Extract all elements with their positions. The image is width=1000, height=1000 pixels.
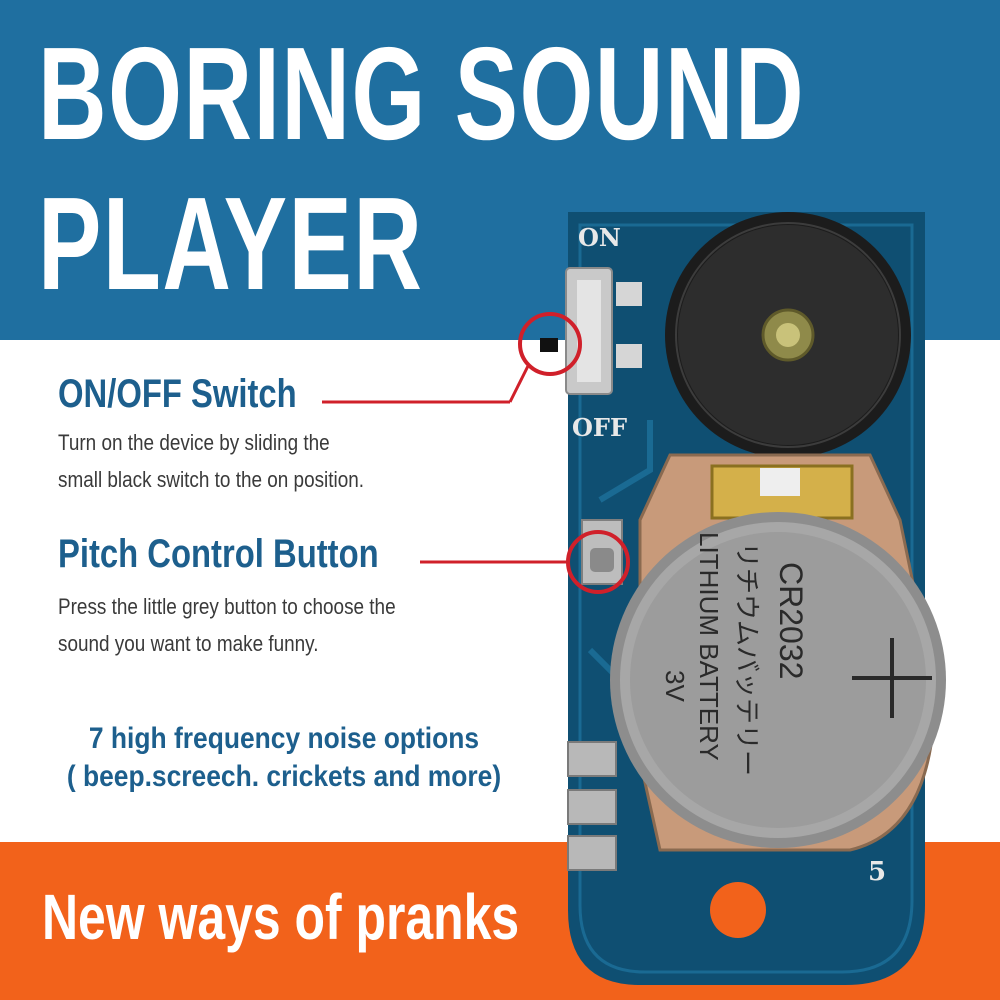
push-button-icon[interactable] <box>581 519 623 585</box>
pitch-desc-line2: sound you want to make funny. <box>58 631 319 656</box>
page-title-line1: BORING SOUND <box>38 20 806 167</box>
battery-type: LITHIUM BATTERY <box>694 532 724 761</box>
options-line1: 7 high frequency noise options <box>88 722 480 755</box>
battery-japanese: リチウムバッテリー <box>732 542 762 776</box>
switch-callout-circle <box>518 312 582 376</box>
battery-voltage: 3V <box>660 670 690 702</box>
footer-tagline: New ways of pranks <box>42 881 520 953</box>
switch-knob[interactable] <box>540 338 558 352</box>
plus-symbol <box>852 638 932 718</box>
options-line2: ( beep.screech. crickets and more) <box>66 760 502 793</box>
onoff-heading: ON/OFF Switch <box>58 372 297 416</box>
corner-mark: 5 <box>868 857 886 887</box>
on-label: ON <box>578 223 621 252</box>
slide-switch-icon[interactable] <box>540 267 642 395</box>
pcb-trace-outline <box>578 223 914 974</box>
onoff-desc-line2: small black switch to the on position. <box>58 467 365 492</box>
off-label: OFF <box>572 413 627 442</box>
onoff-desc-line1: Turn on the device by sliding the <box>58 430 330 455</box>
coin-battery-icon: CR2032 リチウムバッテリー LITHIUM BATTERY 3V <box>610 512 946 848</box>
buzzer-icon <box>665 212 911 458</box>
pcb-trace <box>598 420 653 503</box>
pitch-heading: Pitch Control Button <box>58 532 379 576</box>
edge-pads <box>567 741 617 871</box>
battery-model: CR2032 <box>773 562 809 679</box>
switch-callout-line-diagonal <box>508 365 530 403</box>
mounting-hole <box>710 882 766 938</box>
page-title-line2: PLAYER <box>38 170 424 317</box>
pitch-desc-line1: Press the little grey button to choose t… <box>58 594 396 619</box>
